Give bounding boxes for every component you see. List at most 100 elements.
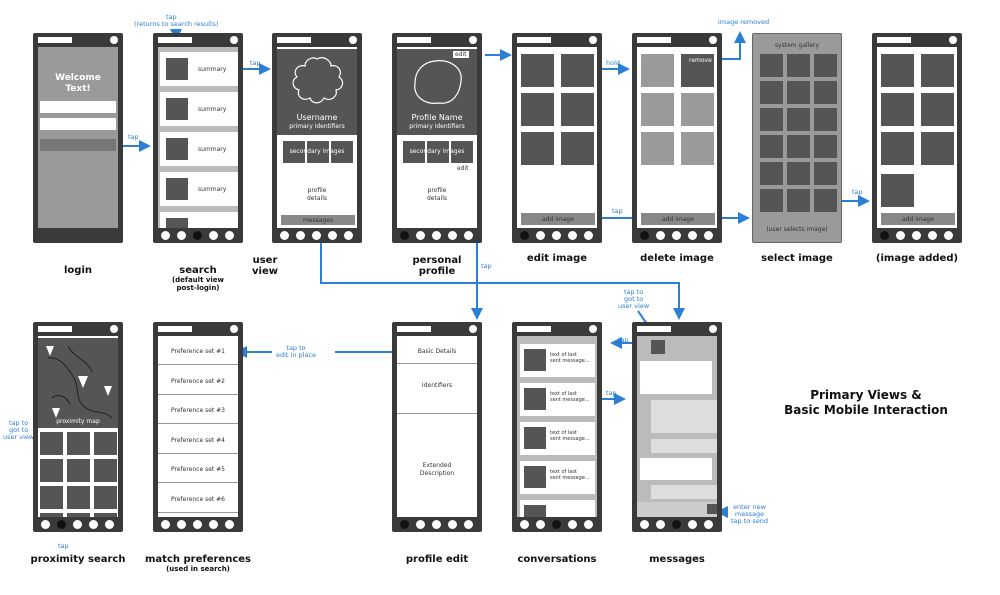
image-tile[interactable] [641, 54, 674, 87]
nav-dot[interactable] [656, 231, 665, 240]
nav-dot-active[interactable] [880, 231, 889, 240]
image-tile[interactable] [881, 132, 914, 165]
image-tile[interactable] [881, 54, 914, 87]
preference-set-item[interactable]: Preference set #6 [158, 488, 238, 513]
nav-dot[interactable] [896, 231, 905, 240]
nav-dot[interactable] [640, 520, 649, 529]
nav-dot[interactable] [161, 231, 170, 240]
nav-dot[interactable] [177, 231, 186, 240]
sender-avatar[interactable] [651, 340, 665, 354]
image-tile[interactable] [521, 54, 554, 87]
secondary-image[interactable] [451, 141, 473, 163]
proximity-result[interactable] [40, 513, 63, 517]
nav-dot[interactable] [944, 231, 953, 240]
gallery-image[interactable] [814, 81, 837, 104]
secondary-image[interactable] [307, 141, 329, 163]
nav-dot[interactable] [448, 520, 457, 529]
nav-dot[interactable] [568, 520, 577, 529]
proximity-result[interactable] [67, 459, 90, 482]
gallery-image[interactable] [760, 81, 783, 104]
image-tile[interactable] [921, 93, 954, 126]
add-image-button[interactable]: add image [521, 213, 595, 225]
proximity-result[interactable] [67, 432, 90, 455]
image-tile[interactable] [561, 132, 594, 165]
nav-dot[interactable] [584, 520, 593, 529]
gallery-image[interactable] [760, 54, 783, 77]
preference-set-item[interactable]: Preference set #4 [158, 429, 238, 454]
nav-dot[interactable] [568, 231, 577, 240]
nav-dot-active[interactable] [552, 520, 561, 529]
nav-dot[interactable] [312, 231, 321, 240]
proximity-result[interactable] [40, 486, 63, 509]
nav-dot[interactable] [536, 520, 545, 529]
nav-dot[interactable] [432, 231, 441, 240]
nav-dot[interactable] [928, 231, 937, 240]
basic-details-section[interactable]: Basic Details [397, 338, 477, 364]
nav-dot-active[interactable] [57, 520, 66, 529]
preference-set-item[interactable]: Preference set #5 [158, 458, 238, 483]
add-image-button[interactable]: add image [641, 213, 715, 225]
gallery-image[interactable] [814, 189, 837, 212]
nav-dot[interactable] [344, 231, 353, 240]
nav-dot[interactable] [416, 520, 425, 529]
preference-set-item[interactable]: Preference set #3 [158, 399, 238, 424]
nav-dot[interactable] [280, 231, 289, 240]
nav-dot-active[interactable] [400, 231, 409, 240]
nav-dot[interactable] [432, 520, 441, 529]
username-field[interactable] [40, 101, 116, 113]
gallery-image[interactable] [760, 162, 783, 185]
nav-dot[interactable] [464, 231, 473, 240]
image-tile[interactable] [561, 54, 594, 87]
search-result-4[interactable]: summary [160, 172, 238, 206]
search-result-1[interactable]: summary [160, 52, 238, 86]
nav-dot[interactable] [161, 520, 170, 529]
image-tile[interactable] [641, 93, 674, 126]
proximity-map[interactable]: proximity map [38, 338, 118, 428]
send-button[interactable] [707, 504, 717, 514]
gallery-image[interactable] [787, 135, 810, 158]
gallery-image[interactable] [760, 189, 783, 212]
proximity-result[interactable] [40, 459, 63, 482]
nav-dot-active[interactable] [193, 231, 202, 240]
nav-dot-active[interactable] [640, 231, 649, 240]
image-tile[interactable] [521, 132, 554, 165]
nav-dot[interactable] [704, 231, 713, 240]
nav-dot-active[interactable] [672, 520, 681, 529]
nav-dot[interactable] [464, 520, 473, 529]
gallery-image[interactable] [787, 54, 810, 77]
add-image-button[interactable]: add image [881, 213, 955, 225]
image-tile[interactable] [561, 93, 594, 126]
edit-bottom-label[interactable]: edit [457, 165, 469, 172]
gallery-image[interactable] [787, 189, 810, 212]
image-tile[interactable] [921, 132, 954, 165]
nav-dot[interactable] [584, 231, 593, 240]
nav-dot[interactable] [328, 231, 337, 240]
nav-dot[interactable] [416, 231, 425, 240]
nav-dot[interactable] [688, 520, 697, 529]
login-button[interactable] [40, 139, 116, 151]
search-result-3[interactable]: summary [160, 132, 238, 166]
gallery-image[interactable] [787, 108, 810, 131]
nav-dot[interactable] [552, 231, 561, 240]
messages-button[interactable]: messages [281, 215, 355, 225]
conversation-item[interactable] [520, 500, 595, 517]
nav-dot-active[interactable] [520, 231, 529, 240]
nav-dot[interactable] [225, 520, 234, 529]
preference-set-item[interactable]: Preference set #2 [158, 370, 238, 395]
gallery-image[interactable] [787, 81, 810, 104]
nav-dot[interactable] [41, 520, 50, 529]
proximity-result[interactable] [94, 432, 117, 455]
password-field[interactable] [40, 118, 116, 130]
nav-dot[interactable] [656, 520, 665, 529]
nav-dot[interactable] [105, 520, 114, 529]
preference-set-item[interactable]: Preference set #1 [158, 340, 238, 365]
secondary-image[interactable] [403, 141, 425, 163]
extended-description[interactable]: Extended Description [397, 462, 477, 478]
proximity-result[interactable] [94, 486, 117, 509]
proximity-result[interactable] [94, 513, 117, 517]
nav-dot[interactable] [520, 520, 529, 529]
gallery-image[interactable] [760, 108, 783, 131]
image-tile[interactable] [521, 93, 554, 126]
